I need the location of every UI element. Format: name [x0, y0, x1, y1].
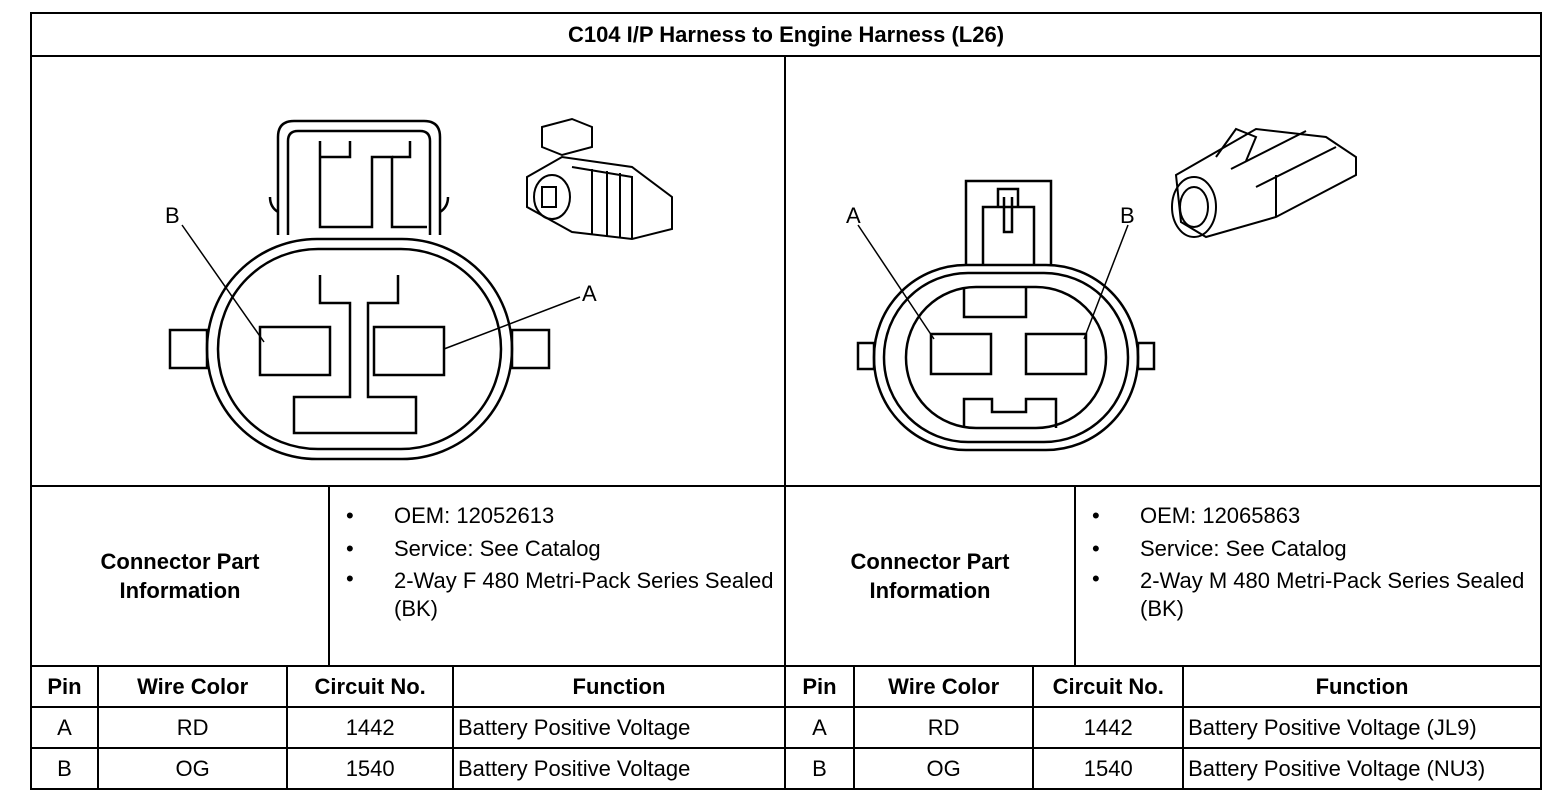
- circuit-no-cell: 1442: [1032, 706, 1185, 749]
- pin-cell: B: [784, 747, 855, 790]
- wire-color-cell: RD: [852, 706, 1035, 749]
- header-circuit-no: Circuit No.: [1032, 665, 1185, 708]
- right-connector-part-info: Connector Part Information OEM: 12065863…: [786, 487, 1542, 667]
- pin-b-label: B: [1120, 203, 1135, 228]
- pin-b-label: B: [165, 203, 180, 228]
- connector-part-info-list: OEM: 12065863 Service: See Catalog 2-Way…: [1036, 499, 1540, 623]
- circuit-no-cell: 1442: [286, 706, 454, 749]
- pin-b-leader-line: [181, 224, 265, 343]
- table-header-row: Pin Wire Color Circuit No. Function: [30, 665, 787, 708]
- connector-part-info-list: OEM: 12052613 Service: See Catalog 2-Way…: [290, 499, 784, 623]
- function-cell: Battery Positive Voltage: [451, 706, 787, 749]
- function-cell: Battery Positive Voltage (JL9): [1182, 706, 1542, 749]
- table-row: B OG 1540 Battery Positive Voltage (NU3): [784, 747, 1542, 790]
- table-row: B OG 1540 Battery Positive Voltage: [30, 747, 787, 790]
- pin-cell: A: [784, 706, 855, 749]
- circuit-no-cell: 1540: [1032, 747, 1185, 790]
- oem-item: OEM: 12065863: [1036, 499, 1540, 532]
- pin-a-leader-line: [857, 224, 935, 340]
- right-pin-table: Pin Wire Color Circuit No. Function A RD…: [784, 665, 1542, 790]
- header-function: Function: [1182, 665, 1542, 708]
- pin-a-leader-line: [443, 296, 581, 350]
- table-header-row: Pin Wire Color Circuit No. Function: [784, 665, 1542, 708]
- pin-b-leader-line: [1083, 224, 1129, 340]
- header-pin: Pin: [30, 665, 99, 708]
- service-item: Service: See Catalog: [290, 532, 784, 565]
- oem-item: OEM: 12052613: [290, 499, 784, 532]
- male-connector-isometric-icon: [1171, 127, 1357, 239]
- function-cell: Battery Positive Voltage (NU3): [1182, 747, 1542, 790]
- function-cell: Battery Positive Voltage: [451, 747, 787, 790]
- header-circuit-no: Circuit No.: [286, 665, 454, 708]
- header-wire-color: Wire Color: [96, 665, 289, 708]
- female-connector-drawing: [168, 117, 673, 461]
- pin-cell: B: [30, 747, 99, 790]
- circuit-no-cell: 1540: [286, 747, 454, 790]
- wire-color-cell: OG: [96, 747, 289, 790]
- page-title: C104 I/P Harness to Engine Harness (L26): [30, 12, 1542, 57]
- wire-color-cell: OG: [852, 747, 1035, 790]
- pin-a-label: A: [846, 203, 861, 228]
- table-row: A RD 1442 Battery Positive Voltage: [30, 706, 787, 749]
- connector-part-info-heading: Connector Part Information: [786, 487, 1076, 665]
- series-item: 2-Way F 480 Metri-Pack Series Sealed (BK…: [290, 565, 784, 623]
- male-connector-drawing: [856, 127, 1357, 452]
- left-pin-table: Pin Wire Color Circuit No. Function A RD…: [30, 665, 787, 790]
- table-row: A RD 1442 Battery Positive Voltage (JL9): [784, 706, 1542, 749]
- header-function: Function: [451, 665, 787, 708]
- series-item: 2-Way M 480 Metri-Pack Series Sealed (BK…: [1036, 565, 1540, 623]
- connector-part-info-heading: Connector Part Information: [32, 487, 330, 665]
- female-connector-isometric-icon: [526, 117, 673, 241]
- male-connector-diagram-panel: A B: [786, 57, 1542, 487]
- female-connector-diagram-panel: B A: [30, 57, 786, 487]
- pin-cell: A: [30, 706, 99, 749]
- left-connector-part-info: Connector Part Information OEM: 12052613…: [30, 487, 786, 667]
- title-text: C104 I/P Harness to Engine Harness (L26): [567, 21, 1005, 47]
- header-pin: Pin: [784, 665, 855, 708]
- service-item: Service: See Catalog: [1036, 532, 1540, 565]
- header-wire-color: Wire Color: [852, 665, 1035, 708]
- pin-a-label: A: [582, 281, 597, 306]
- wire-color-cell: RD: [96, 706, 289, 749]
